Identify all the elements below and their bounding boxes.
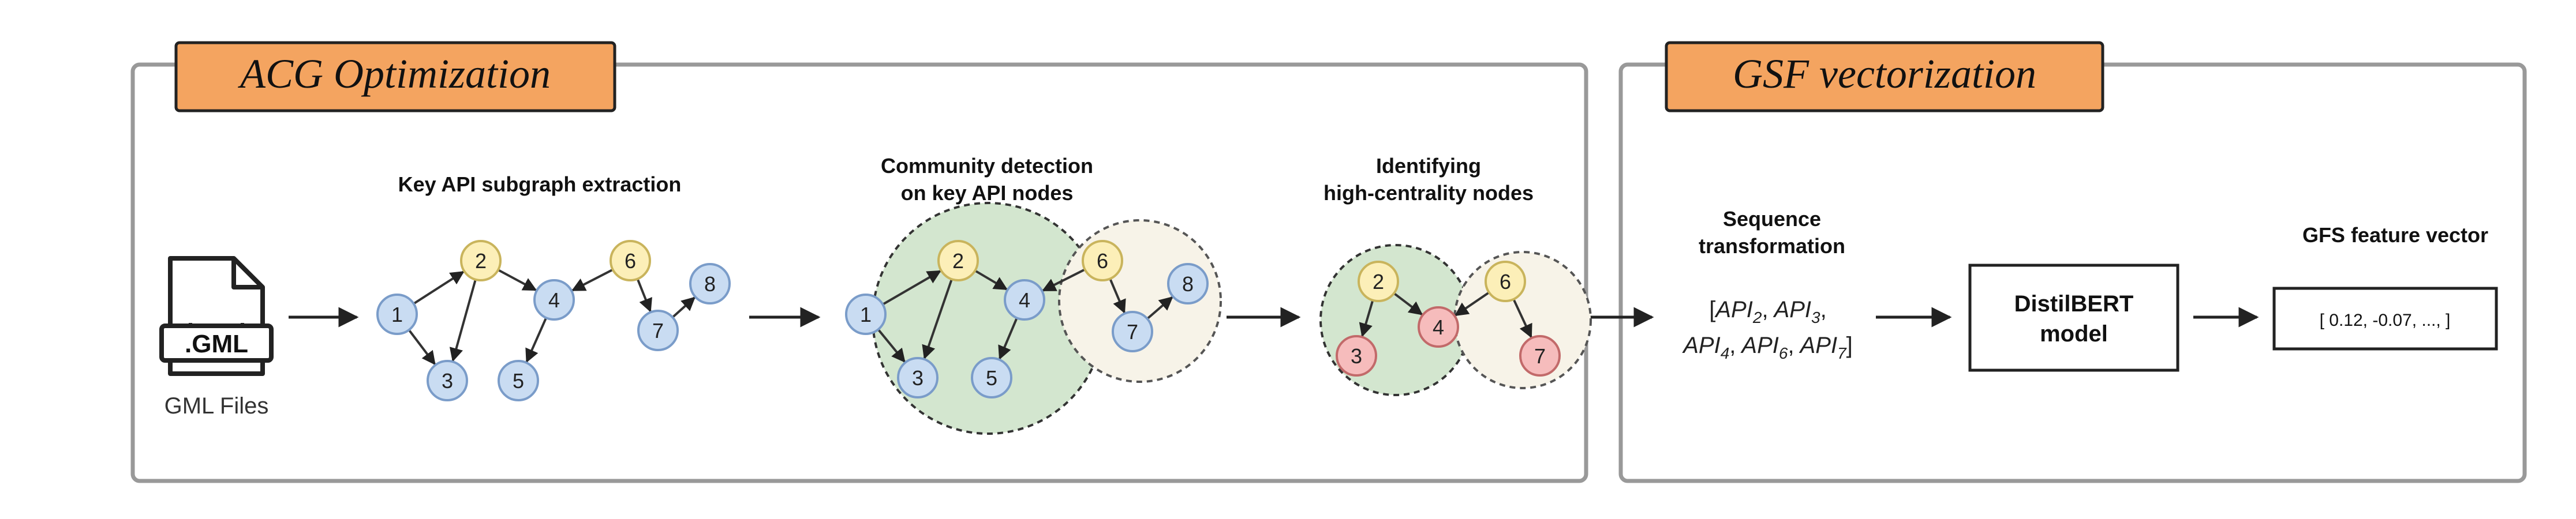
key-api-node-2: 2: [460, 240, 502, 281]
key-api-title: Key API subgraph extraction: [398, 172, 682, 196]
key-api-node-label-5: 5: [513, 369, 524, 393]
community-edge-2-4: [974, 269, 1008, 291]
sequence-line-2: API4,API6,API7]: [1682, 333, 1853, 362]
gml-icon-label: .GML: [185, 330, 248, 358]
community-node-6: 6: [1082, 240, 1123, 281]
community-edge-6-4: [1042, 268, 1086, 292]
key-api-node-label-2: 2: [475, 249, 487, 273]
community-edge-1-3: [877, 329, 906, 363]
centrality-title-line1: Identifying: [1376, 154, 1481, 178]
centrality-node-label-3: 3: [1351, 344, 1362, 368]
key-api-graph: 1 2 3 4 5 6 7 8: [376, 240, 731, 401]
model-line2: model: [2040, 321, 2108, 347]
key-api-edge-4-5: [525, 317, 548, 363]
key-api-edge-6-7: [636, 278, 652, 313]
community-graph: 1 2 3 4 5 6 7 8: [845, 202, 1222, 435]
gfs-vector-box: [ 0.12, -0.07, ..., ]: [2272, 287, 2498, 351]
model-line1: DistilBERT: [2014, 291, 2134, 317]
community-node-label-4: 4: [1019, 288, 1030, 312]
community-node-8: 8: [1167, 263, 1209, 304]
community-edge-2-3: [922, 279, 953, 360]
key-api-node-label-3: 3: [442, 369, 453, 393]
community-node-4: 4: [1004, 279, 1045, 321]
community-edge-7-8: [1146, 296, 1173, 320]
community-title-line2: on key API nodes: [901, 181, 1074, 205]
community-node-label-7: 7: [1127, 320, 1138, 344]
gfs-vector-value: [ 0.12, -0.07, ..., ]: [2320, 311, 2451, 330]
centrality-node-6: 6: [1485, 261, 1526, 302]
centrality-edge-2-3: [1359, 300, 1374, 337]
community-node-2: 2: [937, 240, 979, 281]
key-api-node-label-4: 4: [548, 288, 560, 312]
gml-caption: GML Files: [164, 393, 269, 419]
centrality-edge-2-4: [1393, 292, 1423, 315]
key-api-node-label-7: 7: [652, 319, 664, 343]
community-title-line1: Community detection: [881, 154, 1093, 178]
centrality-node-2: 2: [1358, 261, 1399, 302]
key-api-edge-2-4: [498, 269, 537, 291]
gsf-title-tab: GSF vectorization: [1665, 41, 2104, 112]
acg-title: ACG Optimization: [238, 51, 551, 97]
key-api-node-8: 8: [689, 263, 731, 304]
community-edge-1-2: [882, 270, 941, 306]
key-api-node-7: 7: [637, 310, 679, 351]
key-api-edge-1-2: [413, 270, 465, 305]
centrality-node-4: 4: [1418, 306, 1459, 348]
centrality-graph: 2 4 3 6 7: [1319, 244, 1592, 396]
community-node-5: 5: [971, 357, 1012, 398]
community-node-1: 1: [845, 294, 887, 335]
acg-title-tab: ACG Optimization: [174, 41, 616, 112]
community-edge-6-7: [1109, 278, 1126, 314]
key-api-node-6: 6: [610, 240, 651, 281]
community-edge-4-5: [998, 317, 1018, 360]
community-node-7: 7: [1112, 311, 1153, 352]
community-node-label-5: 5: [986, 366, 997, 390]
key-api-edge-1-3: [407, 329, 436, 366]
centrality-edge-6-7: [1512, 298, 1532, 339]
key-api-edge-6-4: [571, 268, 614, 292]
centrality-node-label-4: 4: [1433, 315, 1444, 339]
community-node-label-8: 8: [1182, 272, 1194, 296]
community-node-label-6: 6: [1097, 249, 1108, 273]
key-api-node-label-1: 1: [391, 303, 403, 326]
key-api-node-1: 1: [376, 294, 418, 335]
key-api-edge-2-3: [449, 279, 477, 362]
community-node-label-3: 3: [912, 366, 924, 390]
sequence-text: [API2,API3, API4,API6,API7]: [1682, 297, 1853, 362]
gfs-vector-title: GFS feature vector: [2302, 223, 2488, 247]
distilbert-model-box: DistilBERT model: [1968, 264, 2179, 372]
acg-panel: [130, 62, 1588, 483]
sequence-title-line1: Sequence: [1723, 207, 1821, 231]
sequence-line-1: [API2,API3,: [1709, 297, 1827, 326]
centrality-edge-6-4: [1454, 291, 1490, 317]
sequence-title-line2: transformation: [1699, 234, 1845, 258]
gml-file-icon: .GML: [159, 256, 274, 376]
key-api-node-5: 5: [498, 360, 539, 401]
community-node-3: 3: [897, 357, 939, 398]
centrality-node-3: 3: [1336, 335, 1377, 377]
key-api-node-label-6: 6: [625, 249, 636, 273]
centrality-node-label-7: 7: [1534, 344, 1546, 368]
gsf-title: GSF vectorization: [1733, 51, 2036, 97]
community-node-label-1: 1: [860, 303, 872, 326]
centrality-title-line2: high-centrality nodes: [1323, 181, 1534, 205]
key-api-node-label-8: 8: [704, 272, 716, 296]
centrality-node-label-6: 6: [1500, 270, 1511, 294]
centrality-node-label-2: 2: [1373, 270, 1384, 294]
key-api-node-3: 3: [427, 360, 468, 401]
key-api-edge-7-8: [671, 296, 696, 318]
key-api-node-4: 4: [533, 279, 575, 321]
community-node-label-2: 2: [952, 249, 964, 273]
centrality-node-7: 7: [1519, 335, 1561, 377]
